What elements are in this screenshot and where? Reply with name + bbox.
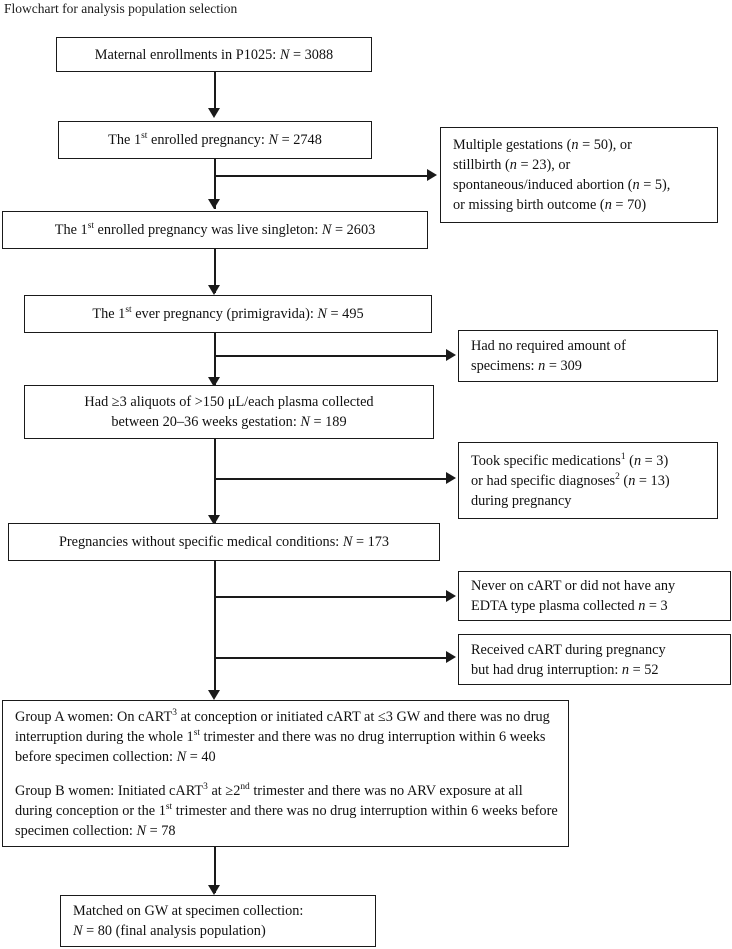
arrow-medications xyxy=(446,472,456,484)
arrow-never-cart xyxy=(446,590,456,602)
connector-enrollments-to-first xyxy=(214,72,216,110)
node-primigravida-label: The 1st ever pregnancy (primigravida): N… xyxy=(92,305,364,322)
node-maternal-enrollments: Maternal enrollments in P1025: N = 3088 xyxy=(56,37,372,72)
branch-line-specimens xyxy=(215,355,446,357)
arrow-singleton-to-primigravida xyxy=(208,285,220,295)
node-study-groups-text: Group A women: On cART3 at conception or… xyxy=(3,707,568,841)
node-no-medical-conditions: Pregnancies without specific medical con… xyxy=(8,523,440,561)
arrow-specimens xyxy=(446,349,456,361)
connector-aliquots-to-conditions xyxy=(214,439,216,523)
group-b-paragraph: Group B women: Initiated cART3 at ≥2nd t… xyxy=(15,781,558,839)
node-no-medical-conditions-label: Pregnancies without specific medical con… xyxy=(58,534,390,550)
connector-primigravida-to-aliquots xyxy=(214,333,216,385)
group-a-paragraph: Group A women: On cART3 at conception or… xyxy=(15,707,550,765)
arrow-conditions-to-groups xyxy=(208,690,220,700)
node-aliquots: Had ≥3 aliquots of >150 μL/each plasma c… xyxy=(24,385,434,439)
figure-caption: Flowchart for analysis population select… xyxy=(4,1,238,16)
node-study-groups: Group A women: On cART3 at conception or… xyxy=(2,700,569,847)
branch-line-medications xyxy=(215,478,446,480)
node-matched-final: Matched on GW at specimen collection:N =… xyxy=(60,895,376,947)
arrow-enrollments-to-first xyxy=(208,108,220,118)
node-maternal-enrollments-label: Maternal enrollments in P1025: N = 3088 xyxy=(94,46,334,63)
node-live-singleton: The 1st enrolled pregnancy was live sing… xyxy=(2,211,428,249)
arrow-pregnancy-outcomes xyxy=(427,169,437,181)
node-first-enrolled-pregnancy: The 1st enrolled pregnancy: N = 2748 xyxy=(58,121,372,159)
arrow-interruption xyxy=(446,651,456,663)
node-first-enrolled-pregnancy-label: The 1st enrolled pregnancy: N = 2748 xyxy=(108,131,322,148)
arrow-groups-to-matched xyxy=(208,885,220,895)
exclusion-medications: Took specific medications1 (n = 3)or had… xyxy=(458,442,718,519)
branch-line-never-cart xyxy=(215,596,446,598)
node-primigravida: The 1st ever pregnancy (primigravida): N… xyxy=(24,295,432,333)
exclusion-medications-text: Took specific medications1 (n = 3)or had… xyxy=(471,451,670,509)
connector-conditions-to-groups xyxy=(214,561,216,696)
branch-line-pregnancy-outcomes xyxy=(215,175,427,177)
connector-groups-to-matched xyxy=(214,847,216,893)
node-matched-final-text: Matched on GW at specimen collection:N =… xyxy=(73,903,304,939)
connector-first-to-singleton xyxy=(214,159,216,209)
node-aliquots-text: Had ≥3 aliquots of >150 μL/each plasma c… xyxy=(84,394,374,430)
arrow-primigravida-to-aliquots xyxy=(208,377,220,387)
node-live-singleton-label: The 1st enrolled pregnancy was live sing… xyxy=(54,221,376,238)
branch-line-interruption xyxy=(215,657,446,659)
connector-singleton-to-primigravida xyxy=(214,249,216,293)
arrow-first-to-singleton xyxy=(208,199,220,209)
arrow-aliquots-to-conditions xyxy=(208,515,220,525)
